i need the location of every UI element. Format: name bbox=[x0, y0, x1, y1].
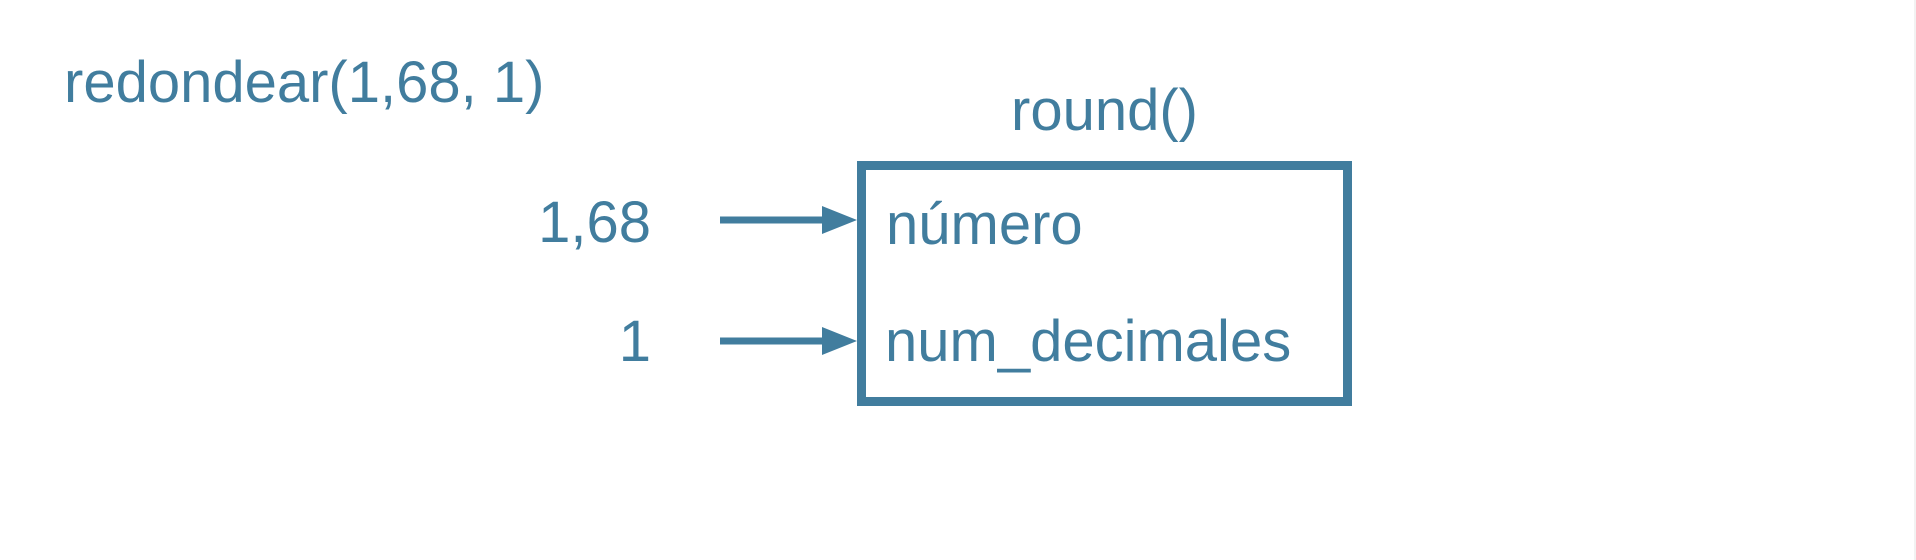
function-box bbox=[857, 161, 1352, 406]
argument-value-1: 1,68 bbox=[538, 190, 651, 255]
parameter-name-1: número bbox=[886, 192, 1083, 257]
function-title: round() bbox=[1011, 78, 1198, 143]
parameter-name-2: num_decimales bbox=[885, 309, 1292, 374]
arrow-right-icon bbox=[720, 206, 857, 234]
call-expression-text: redondear(1,68, 1) bbox=[64, 50, 545, 115]
arrow-right-icon bbox=[720, 327, 857, 355]
argument-value-2: 1 bbox=[618, 309, 651, 374]
